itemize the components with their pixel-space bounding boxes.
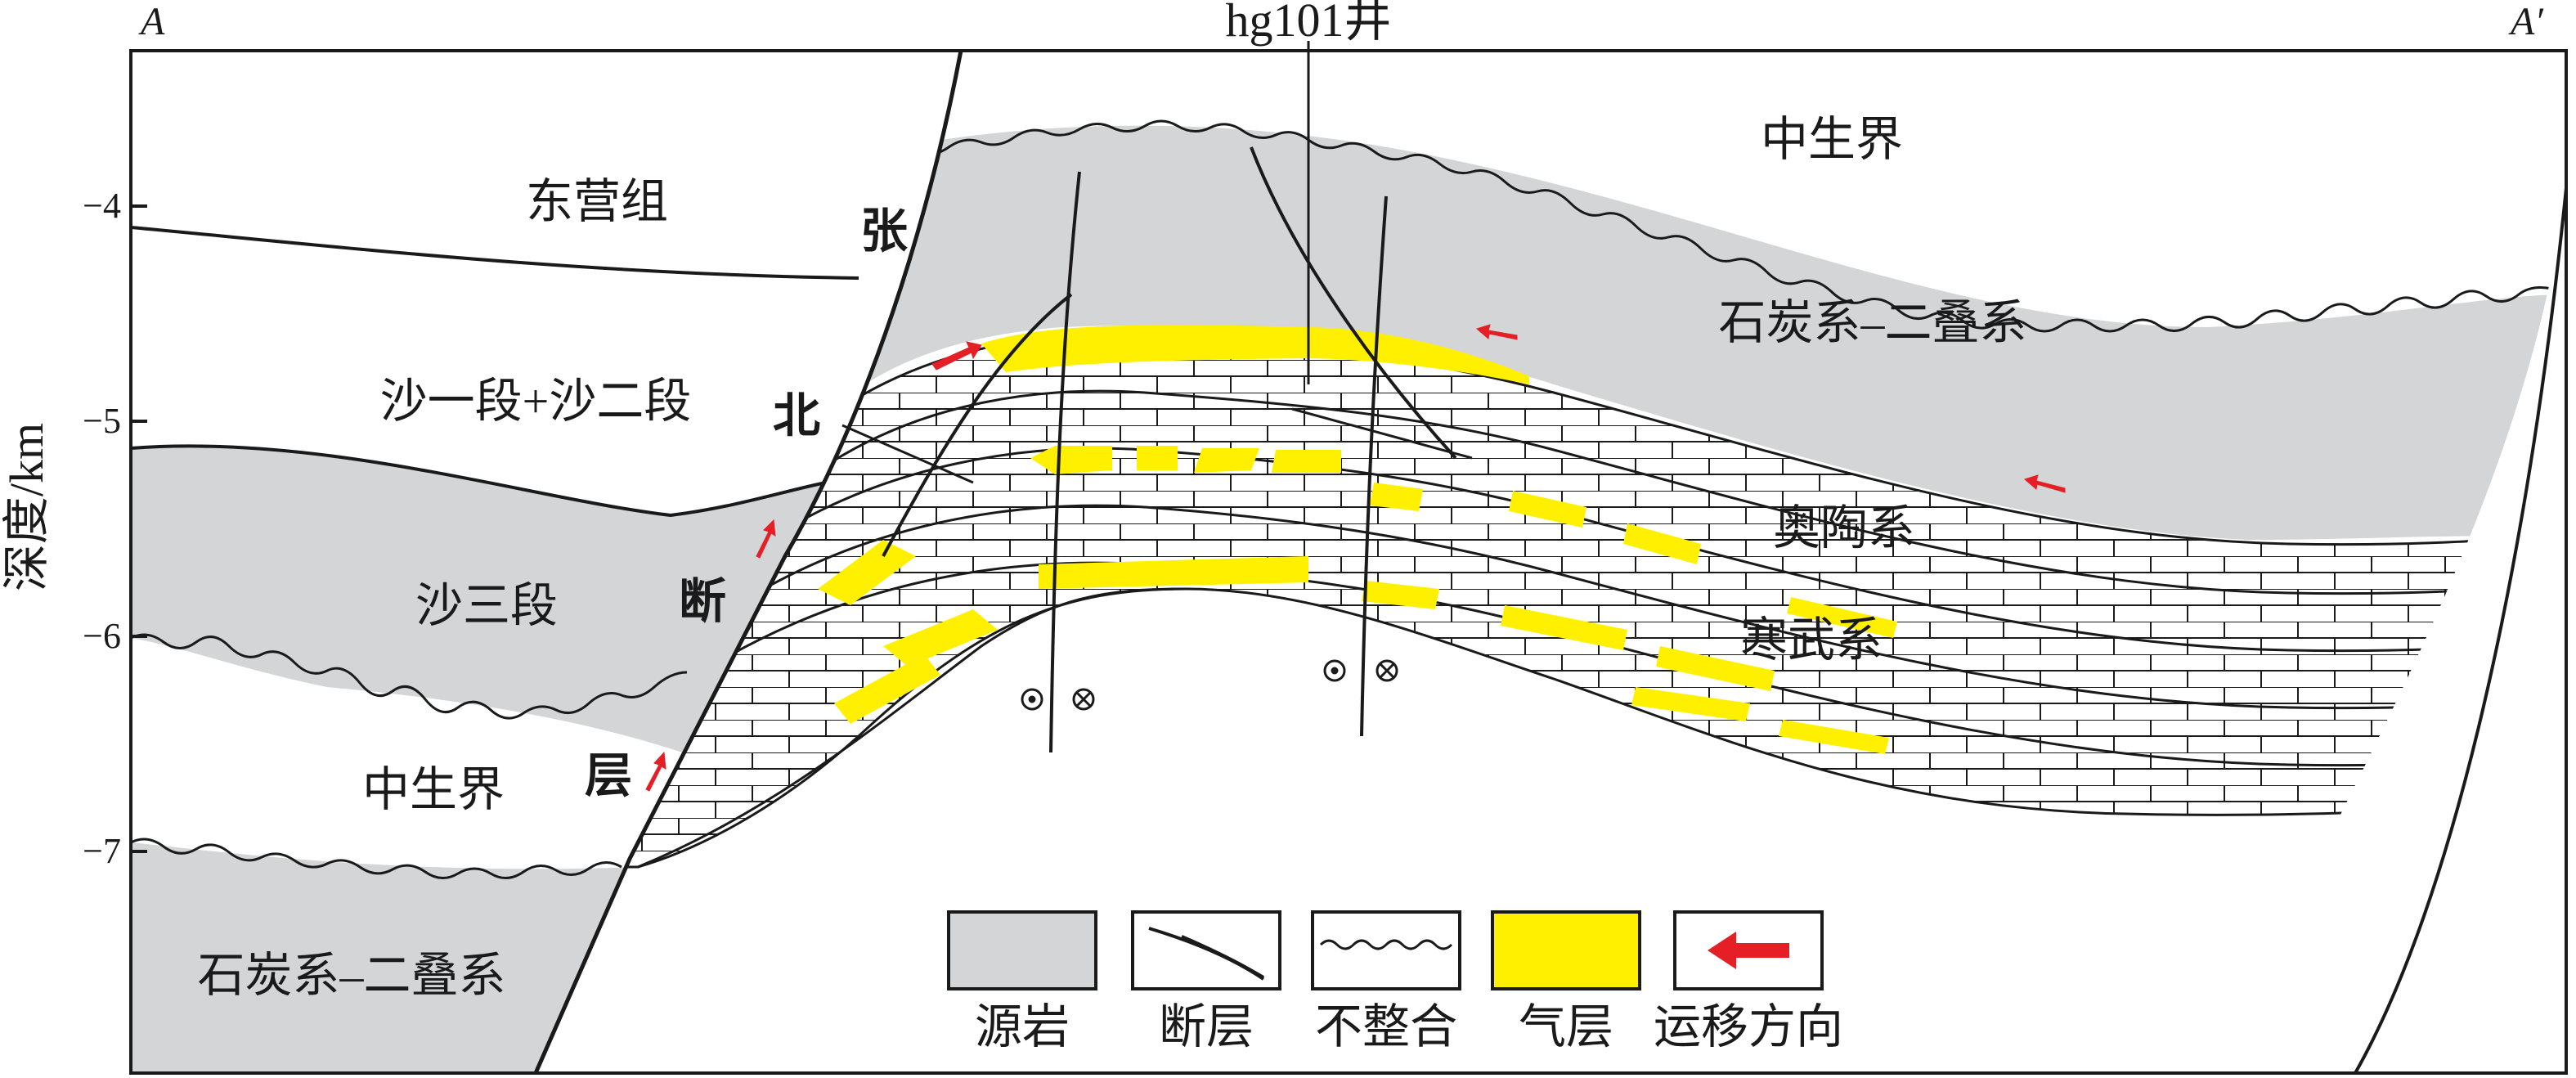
legend: 源岩 断层 不整合 气层 运移方向	[947, 910, 1843, 1053]
depth-tick-6: −6	[83, 616, 121, 656]
corner-label-a: A	[138, 0, 165, 43]
legend-item-unconformity: 不整合	[1311, 910, 1461, 1053]
unit-sha3: 沙三段	[415, 579, 558, 632]
depth-tick-7: −7	[83, 831, 121, 871]
unit-mesozoic-left: 中生界	[362, 763, 505, 816]
legend-label-source-rock: 源岩	[975, 1000, 1070, 1053]
depth-axis-label: 深度/km	[0, 423, 53, 591]
legend-label-gas-layer: 气层	[1519, 1000, 1613, 1053]
corner-label-a-prime: A′	[2508, 0, 2544, 43]
unit-cambrian: 寒武系	[1740, 613, 1883, 667]
fault-label-zhang: 张	[860, 204, 908, 258]
fault-symbol-icon	[1148, 927, 1265, 981]
unit-dongying: 东营组	[526, 175, 668, 228]
well-label: hg101井	[1225, 0, 1391, 47]
unit-sha12: 沙一段+沙二段	[380, 375, 692, 428]
unconformity-symbol-icon	[1319, 939, 1453, 950]
fault-label-ceng: 层	[585, 749, 632, 802]
legend-item-gas-layer: 气层	[1491, 910, 1641, 1053]
fault-label-bei: 北	[773, 389, 820, 442]
migration-arrows	[645, 324, 2066, 792]
migration-arrow-icon	[1708, 932, 1789, 969]
shasan-source-rock	[131, 446, 826, 818]
depth-tick-5: −5	[83, 401, 121, 441]
unit-ordovician: 奥陶系	[1773, 501, 1915, 555]
legend-label-migration: 运移方向	[1654, 1000, 1843, 1053]
fault-label-duan: 断	[679, 575, 726, 628]
carb-perm-right-source-rock	[818, 125, 2566, 540]
depth-tick-4: −4	[83, 186, 121, 226]
legend-label-fault: 断层	[1159, 1000, 1254, 1053]
legend-item-source-rock: 源岩	[947, 910, 1097, 1053]
unit-carb-perm-right: 石炭系–二叠系	[1718, 296, 2026, 349]
depth-axis	[131, 204, 147, 853]
legend-item-fault: 断层	[1131, 910, 1281, 1053]
gas-layers	[818, 325, 1897, 754]
zhangbei-fault	[533, 50, 963, 1075]
legend-item-migration: 运移方向	[1654, 910, 1843, 1053]
legend-label-unconformity: 不整合	[1315, 1000, 1457, 1053]
section-frame	[129, 49, 2568, 1075]
unit-mesozoic-right: 中生界	[1761, 113, 1903, 166]
unit-carb-perm-left: 石炭系–二叠系	[197, 949, 505, 1002]
strike-slip-symbols	[1021, 659, 1398, 711]
secondary-faults	[882, 146, 2568, 1074]
carb-perm-left-source-rock	[131, 842, 654, 1073]
